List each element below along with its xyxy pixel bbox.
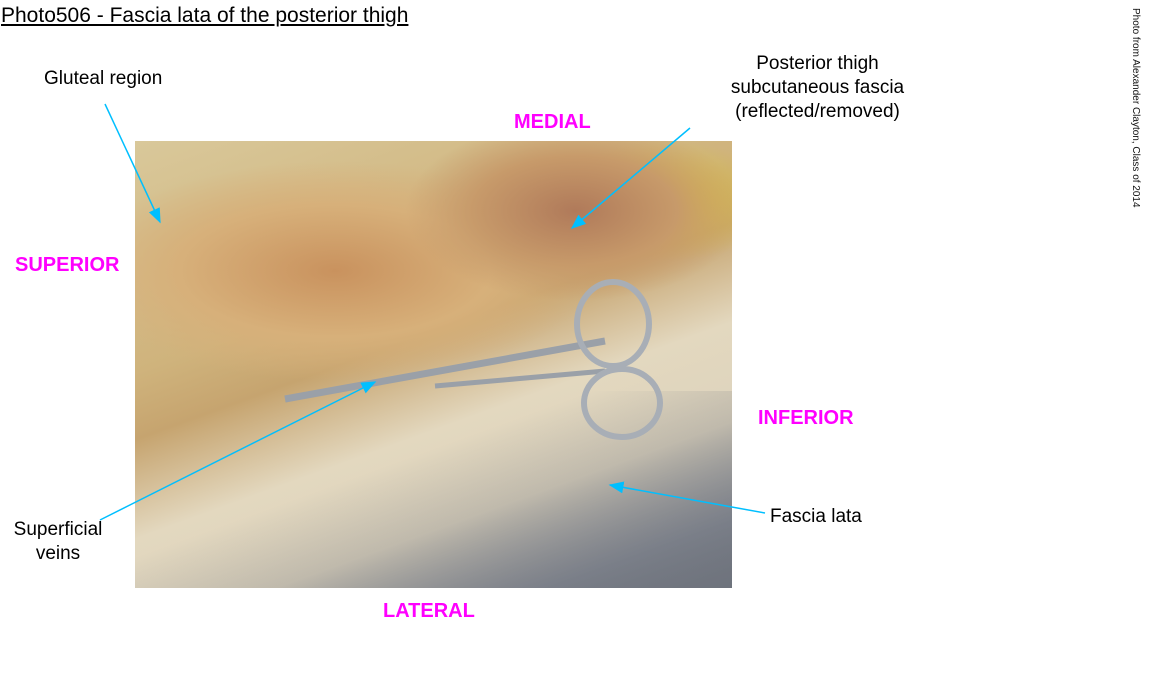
label-superficial-veins: Superficial veins — [8, 518, 108, 566]
label-gluteal-region: Gluteal region — [44, 68, 163, 89]
scissors-icon — [284, 279, 663, 440]
label-line: Superficial — [13, 519, 103, 540]
direction-medial: MEDIAL — [514, 111, 591, 133]
dissection-photo — [135, 141, 732, 588]
veins-leader — [99, 381, 377, 521]
label-line: veins — [35, 543, 81, 564]
posterior-fascia-leader — [570, 127, 691, 229]
label-line: Posterior thigh — [756, 53, 879, 74]
photo-credit: Photo from Alexander Clayton, Class of 2… — [1130, 8, 1141, 208]
label-fascia-lata: Fascia lata — [770, 506, 862, 527]
direction-inferior: INFERIOR — [758, 407, 854, 429]
fascia-lata-leader — [608, 481, 766, 514]
gluteal-leader — [104, 103, 161, 224]
label-line: (reflected/removed) — [735, 101, 900, 122]
page-title: Photo506 - Fascia lata of the posterior … — [1, 4, 409, 27]
direction-lateral: LATERAL — [383, 600, 475, 622]
label-line: subcutaneous fascia — [730, 77, 905, 98]
direction-superior: SUPERIOR — [15, 254, 120, 276]
label-posterior-thigh-fascia: Posterior thigh subcutaneous fascia (ref… — [715, 52, 920, 124]
